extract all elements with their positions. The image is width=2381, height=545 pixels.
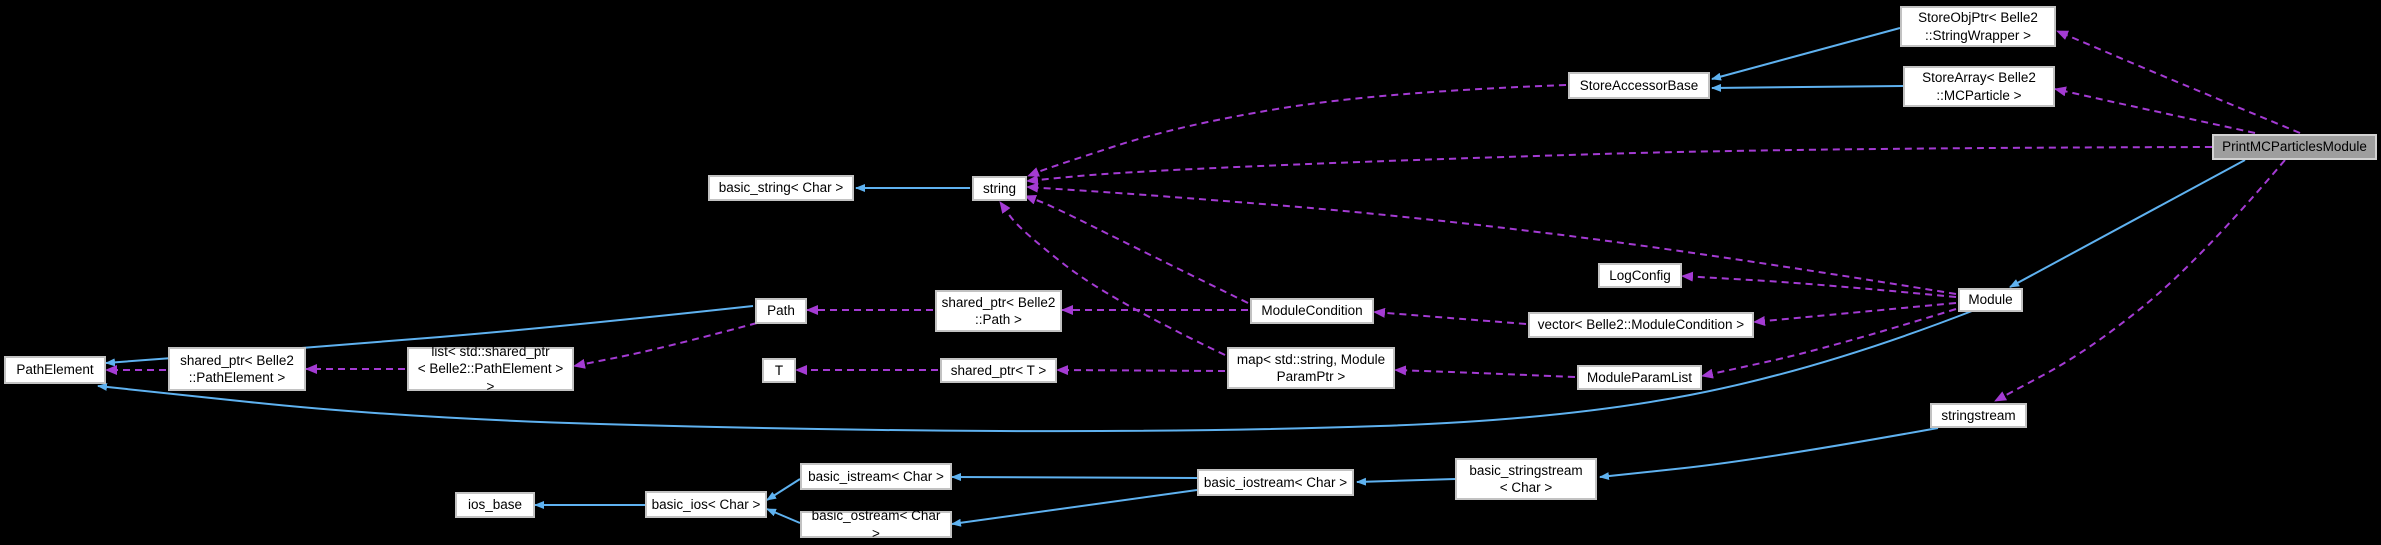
node-module[interactable]: Module	[1958, 288, 2023, 312]
node-basic-string[interactable]: basic_string< Char >	[708, 175, 854, 201]
node-store-array[interactable]: StoreArray< Belle2 ::MCParticle >	[1903, 66, 2055, 107]
node-ios-base[interactable]: ios_base	[455, 492, 535, 518]
edge-stringstream-to-basic_stringstream	[1599, 427, 1939, 481]
edge-module_param_list-to-map_module_param_ptr	[1394, 365, 1576, 378]
edge-store_obj_ptr-to-store_accessor_base	[1711, 27, 1901, 81]
node-path-element[interactable]: PathElement	[4, 356, 106, 384]
edge-basic_stringstream-to-basic_iostream	[1356, 477, 1456, 486]
edge-print_mcparticles_module-to-store_obj_ptr	[2056, 30, 2301, 134]
node-shared-ptr-path[interactable]: shared_ptr< Belle2 ::Path >	[935, 290, 1062, 332]
node-list-shared-ptr-path-element[interactable]: list< std::shared_ptr < Belle2::PathElem…	[407, 344, 574, 394]
node-module-param-list[interactable]: ModuleParamList	[1577, 365, 1702, 390]
edge-basic_iostream-to-basic_istream	[951, 473, 1198, 482]
node-basic-stringstream[interactable]: basic_stringstream < Char >	[1455, 458, 1597, 500]
node-module-condition[interactable]: ModuleCondition	[1250, 298, 1374, 324]
edge-path-to-list_shared_ptr_path_element	[573, 322, 758, 369]
node-print-mcparticles-module[interactable]: PrintMCParticlesModule	[2212, 134, 2377, 160]
edge-module-to-path_element	[97, 310, 1973, 433]
edge-basic_istream-to-basic_ios	[766, 478, 801, 501]
edge-print_mcparticles_module-to-module	[2009, 159, 2246, 288]
edge-print_mcparticles_module-to-store_array	[2054, 86, 2256, 134]
node-stringstream[interactable]: stringstream	[1930, 403, 2027, 428]
edge-map_module_param_ptr-to-shared_ptr_t	[1056, 365, 1226, 376]
node-shared-ptr-path-element[interactable]: shared_ptr< Belle2 ::PathElement >	[168, 347, 306, 391]
edge-module-to-module_param_list	[1701, 308, 1957, 379]
node-log-config[interactable]: LogConfig	[1598, 263, 1682, 288]
node-t[interactable]: T	[762, 358, 796, 383]
node-basic-istream[interactable]: basic_istream< Char >	[800, 463, 952, 490]
node-store-accessor-base[interactable]: StoreAccessorBase	[1568, 72, 1710, 99]
edge-basic_ostream-to-basic_ios	[766, 508, 801, 524]
edge-store_array-to-store_accessor_base	[1711, 83, 1904, 92]
edge-module-to-log_config	[1681, 271, 1957, 298]
node-vector-module-condition[interactable]: vector< Belle2::ModuleCondition >	[1528, 312, 1754, 338]
edge-map_module_param_ptr-to-string	[999, 201, 1226, 356]
node-basic-ostream[interactable]: basic_ostream< Char >	[800, 508, 952, 541]
edge-basic_iostream-to-basic_ostream	[951, 489, 1198, 527]
node-map-module-param-ptr[interactable]: map< std::string, Module ParamPtr >	[1227, 347, 1395, 389]
edge-print_mcparticles_module-to-stringstream	[1994, 159, 2286, 402]
edge-vector_module_condition-to-module_condition	[1373, 307, 1527, 325]
node-path[interactable]: Path	[755, 298, 807, 324]
edge-store_accessor_base-to-string	[1027, 84, 1567, 177]
edge-module_condition-to-string	[1024, 195, 1249, 304]
node-basic-ios[interactable]: basic_ios< Char >	[645, 491, 767, 518]
node-store-obj-ptr[interactable]: StoreObjPtr< Belle2 ::StringWrapper >	[1900, 6, 2056, 47]
node-string[interactable]: string	[972, 176, 1027, 201]
edge-module-to-vector_module_condition	[1753, 302, 1957, 326]
node-shared-ptr-t[interactable]: shared_ptr< T >	[940, 358, 1057, 383]
edge-print_mcparticles_module-to-string	[1026, 146, 2213, 185]
edge-module-to-string	[1026, 182, 1957, 295]
node-basic-iostream[interactable]: basic_iostream< Char >	[1197, 469, 1354, 496]
